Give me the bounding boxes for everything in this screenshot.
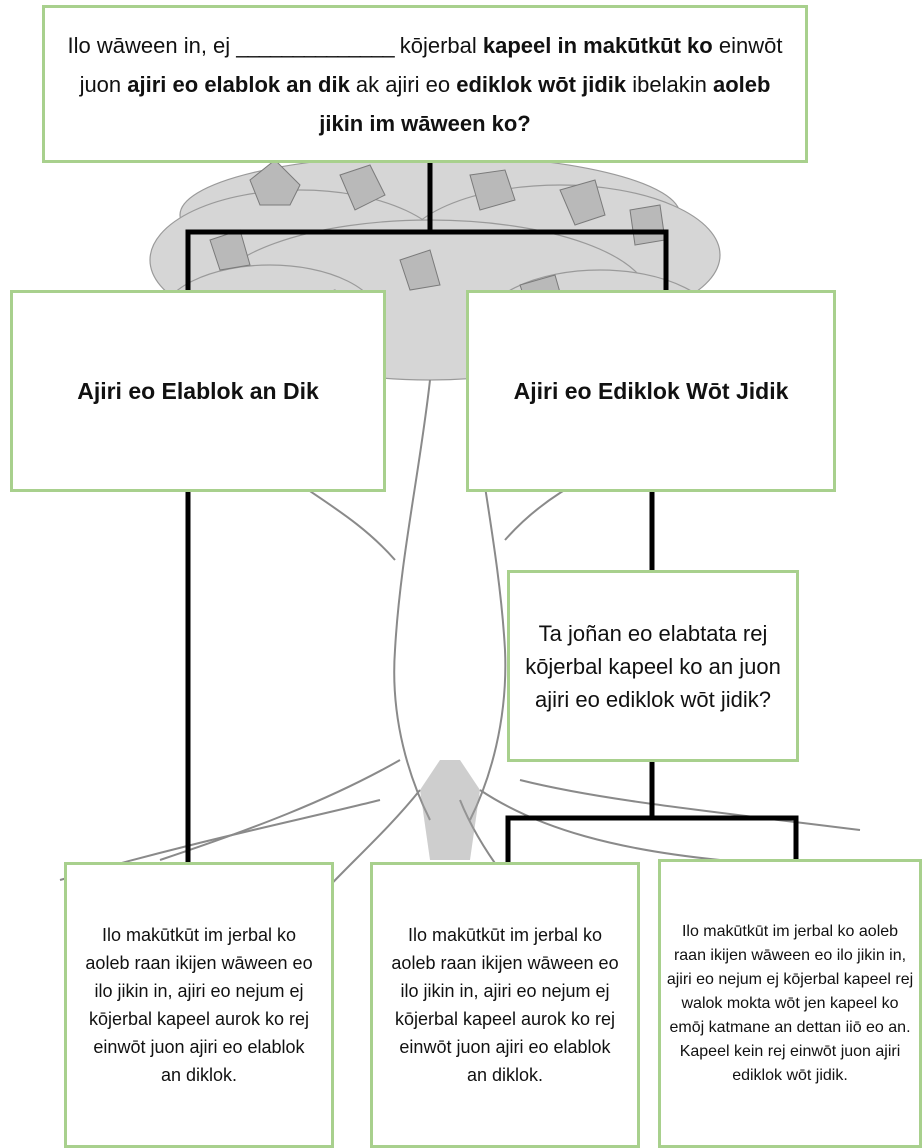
question-bold-1: kapeel in makūtkūt ko <box>482 32 713 58</box>
middle-question-text: Ta joñan eo elabtata rej kōjerbal kapeel… <box>525 620 781 712</box>
leaf-text-3: Ilo makūtkūt im jerbal ko aoleb raan iki… <box>666 922 914 1084</box>
question-bold-3: ediklok wōt jidik <box>456 71 627 97</box>
question-bold-2: ajiri eo elablok an dik <box>127 71 350 97</box>
middle-question-box: Ta joñan eo elabtata rej kōjerbal kapeel… <box>507 570 799 762</box>
leaf-text-2: Ilo makūtkūt im jerbal ko aoleb raan iki… <box>391 925 619 1085</box>
branch-right-label: Ajiri eo Ediklok Wōt Jidik <box>513 377 789 404</box>
question-text-1: Ilo wāween in, ej <box>67 32 237 58</box>
question-text-3: einwōt juon <box>79 32 783 97</box>
branch-left-box: Ajiri eo Elablok an Dik <box>10 290 386 492</box>
leaf-box-3: Ilo makūtkūt im jerbal ko aoleb raan iki… <box>658 859 922 1148</box>
leaf-box-1: Ilo makūtkūt im jerbal ko aoleb raan iki… <box>64 862 334 1148</box>
main-question-box: Ilo wāween in, ej ______________ kōjerba… <box>42 5 808 163</box>
leaf-text-1: Ilo makūtkūt im jerbal ko aoleb raan iki… <box>85 925 313 1085</box>
leaf-box-2: Ilo makūtkūt im jerbal ko aoleb raan iki… <box>370 862 640 1148</box>
question-text-4: ak ajiri eo <box>349 71 457 97</box>
fill-in-blank: ______________ <box>236 32 394 58</box>
question-bold-4: aoleb jikin im wāween ko? <box>319 71 771 136</box>
question-text-2: kōjerbal <box>393 32 483 58</box>
main-question-text: Ilo wāween in, ej ______________ kōjerba… <box>63 26 787 143</box>
question-text-5: ibelakin <box>626 71 713 97</box>
branch-right-box: Ajiri eo Ediklok Wōt Jidik <box>466 290 836 492</box>
branch-left-label: Ajiri eo Elablok an Dik <box>77 377 319 404</box>
